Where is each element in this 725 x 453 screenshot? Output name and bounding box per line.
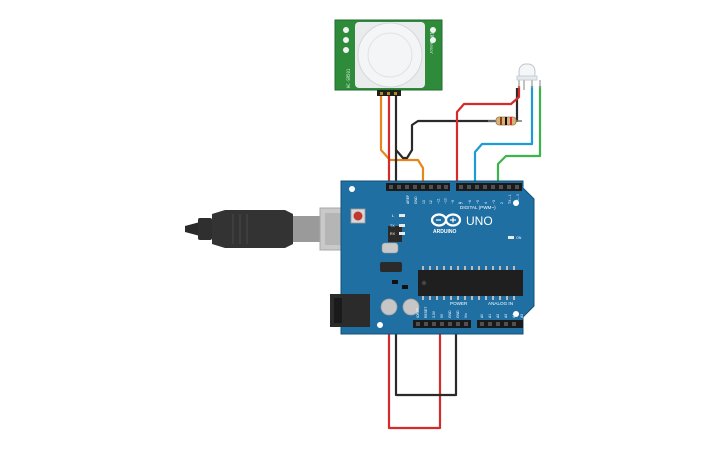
wire-orange-signal[interactable] [379, 96, 425, 188]
digital-pin-label: 8 [458, 202, 462, 204]
on-label: ON [516, 236, 522, 240]
label-gnd: GND [414, 196, 418, 204]
atmega-chip [418, 270, 523, 296]
analog-pin-labels: A0 A1 A2 A3 A4 A5 [480, 314, 524, 318]
arduino-infinity-logo-icon [430, 213, 462, 227]
analog-pin-label: A0 [480, 314, 484, 318]
model-label: UNO [466, 214, 493, 228]
brand-label: ARDUINO [433, 229, 456, 235]
wire-green-led[interactable] [496, 86, 542, 188]
power-pin-label: IOREF [416, 308, 420, 318]
power-pin-label: Vin [464, 313, 468, 318]
digital-pin-label: TX→1 [508, 194, 512, 204]
rgb-led[interactable] [516, 63, 541, 90]
pir-sensor[interactable]: HC-SR501 PIR Sensor [334, 19, 443, 96]
power-pin-label: GND [456, 310, 460, 318]
digital-pin-label: ~9 [451, 200, 455, 204]
pir-side-text-left: HC-SR501 [346, 68, 351, 88]
wire-black-gnd-top[interactable] [394, 88, 519, 160]
analog-pin-label: A2 [496, 314, 500, 318]
analog-pin-label: A1 [488, 314, 492, 318]
digital-pin-label: 12 [429, 200, 433, 204]
digital-pin-label: RX←0 [516, 194, 520, 204]
resistor[interactable] [488, 116, 522, 126]
pir-side-text-right: PIR Sensor [429, 30, 434, 55]
analog-pin-label: A5 [520, 314, 524, 318]
wire-red-led[interactable] [455, 86, 521, 188]
wire-blue-led[interactable] [473, 86, 534, 188]
digital-header-right[interactable] [456, 183, 522, 191]
digital-pin-label: 13 [422, 200, 426, 204]
label-aref: AREF [406, 195, 410, 204]
digital-header-left[interactable] [386, 183, 450, 191]
power-pin-label: RESET [424, 307, 428, 318]
digital-pin-label: ~6 [468, 200, 472, 204]
digital-pin-label: 7 [460, 202, 464, 204]
power-pin-label: GND [448, 310, 452, 318]
led-rx-label: RX [390, 232, 396, 236]
led-l-label: L [392, 213, 395, 218]
led-tx-label: TX [390, 224, 395, 228]
digital-header-label: DIGITAL (PWM~) [460, 205, 496, 210]
analog-pin-label: A3 [504, 314, 508, 318]
digital-pin-label: ~10 [444, 198, 448, 204]
power-header-label: POWER [450, 301, 468, 306]
power-pin-label: 5V [440, 313, 444, 318]
power-pin-labels: IOREF RESET 3.3V 5V GND GND Vin [416, 307, 468, 318]
digital-pin-label: ~3 [492, 200, 496, 204]
digital-pin-label: 2 [500, 202, 504, 204]
power-pin-label: 3.3V [432, 310, 436, 318]
digital-pin-label: ~11 [436, 198, 440, 204]
analog-header-label: ANALOG IN [488, 301, 513, 306]
digital-pin-label: ~5 [476, 200, 480, 204]
digital-pin-label: 4 [484, 202, 488, 204]
analog-pin-label: A4 [512, 314, 516, 318]
